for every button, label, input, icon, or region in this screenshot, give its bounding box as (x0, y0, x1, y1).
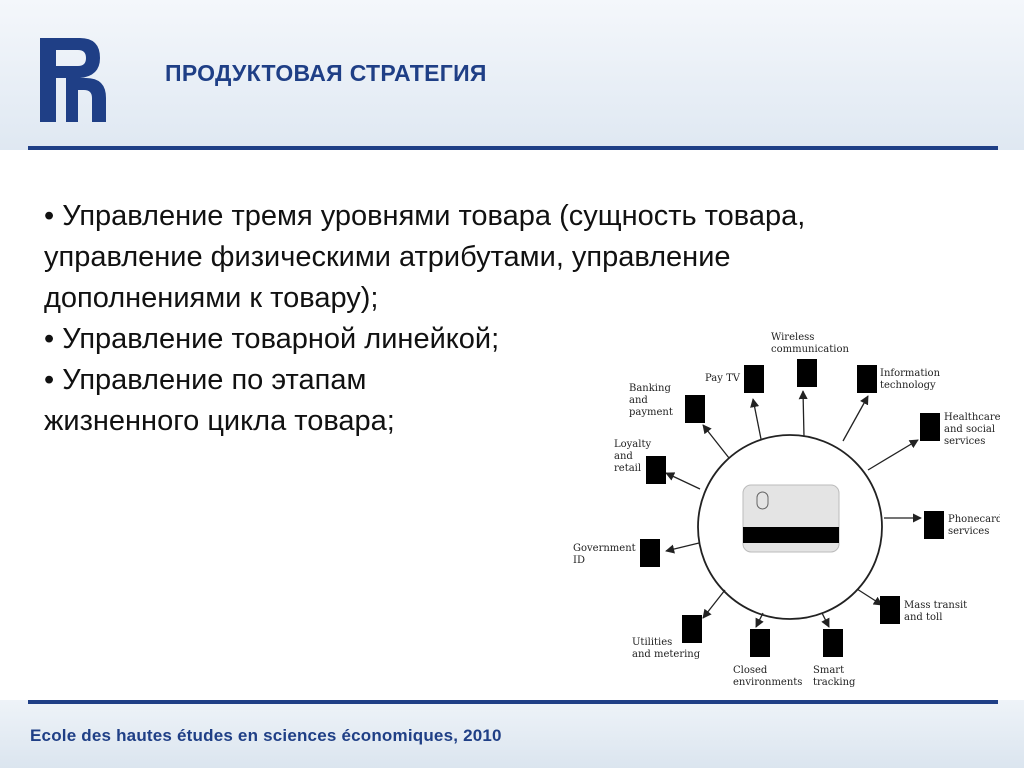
application-box (857, 365, 877, 393)
diagram-arrow (750, 398, 762, 440)
diagram-arrow (702, 424, 730, 459)
page-title: ПРОДУКТОВАЯ СТРАТЕГИЯ (165, 60, 487, 86)
diagram-arrow (665, 472, 701, 490)
application-box (924, 511, 944, 539)
diagram-arrow (842, 395, 869, 442)
bullet-line: жизненного цикла товара; (44, 405, 395, 437)
header-divider (28, 146, 998, 150)
application-box (640, 539, 660, 567)
hse-logo (40, 38, 106, 122)
header-band (0, 0, 1024, 150)
application-box (920, 413, 940, 441)
footer-band (0, 700, 1024, 768)
application-box (797, 359, 817, 387)
bullet-line: • Управление тремя уровнями товара (сущн… (44, 200, 806, 232)
bullet-line: • Управление товарной линейкой; (44, 323, 500, 355)
diagram-arrow (798, 390, 808, 438)
diagram-arrow (867, 439, 919, 471)
application-box (744, 365, 764, 393)
diagram-arrow (755, 612, 764, 628)
application-box (682, 615, 702, 643)
bullet-line: управление физическими атрибутами, управ… (44, 241, 731, 273)
arrows-layer (665, 390, 922, 628)
application-box (823, 629, 843, 657)
footer-text: Ecole des hautes études en sciences écon… (30, 726, 502, 745)
application-label: Pay TV (705, 373, 741, 384)
boxes-layer (640, 359, 944, 657)
bullet-line: • Управление по этапам (44, 364, 367, 396)
application-box (750, 629, 770, 657)
footer-divider (28, 700, 998, 704)
diagram-arrow (702, 589, 726, 619)
diagram-arrow (821, 612, 830, 628)
application-box (685, 395, 705, 423)
diagram-arrow (856, 588, 883, 606)
smart-card-icon (742, 484, 840, 553)
bullet-list: • Управление тремя уровнями товара (сущн… (44, 196, 974, 442)
diagram-arrow (665, 542, 700, 554)
application-box (880, 596, 900, 624)
application-box (646, 456, 666, 484)
bullet-line: дополнениями к товару); (44, 282, 379, 314)
